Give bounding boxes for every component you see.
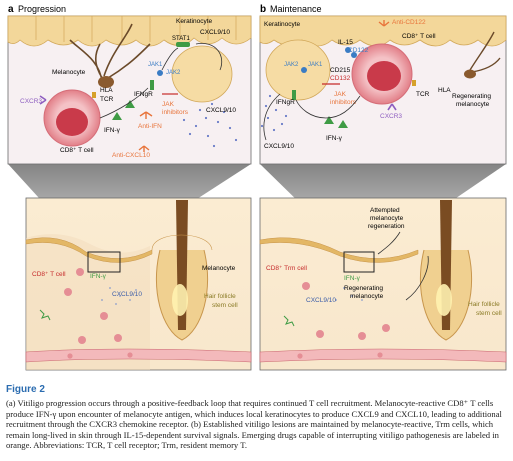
skin-t-cells-b xyxy=(302,282,390,340)
b-cd215-label: CD215 xyxy=(330,67,351,74)
b-cxcr3-label: CXCR3 xyxy=(380,113,402,120)
cxcr3-receptor-a xyxy=(39,95,47,105)
panel-a-letter: a xyxy=(8,4,14,15)
a-skin-stem-2: stem cell xyxy=(212,302,238,309)
a-jak-inhib-2: inhibitors xyxy=(162,109,189,116)
b-ifng-label: IFN-γ xyxy=(326,135,343,142)
t-cell-nucleus-b xyxy=(367,61,401,91)
panel-b-letter: b xyxy=(260,4,266,15)
b-regen-1: Regenerating xyxy=(452,93,491,100)
anti-cd122-antibody xyxy=(378,20,390,27)
inset-box-a xyxy=(87,251,121,273)
ifngr-receptor-b xyxy=(292,90,296,100)
a-cxcl910-outer-label: CXCL9/10 xyxy=(206,107,236,114)
b-cd132-label: CD132 xyxy=(330,75,351,82)
panel-a-title: Progression xyxy=(18,4,66,14)
a-skin-melanocyte-label: Melanocyte xyxy=(202,265,236,272)
b-skin-stem-2: stem cell xyxy=(476,310,502,317)
b-il15-label: IL-15 xyxy=(338,39,353,46)
b-keratinocyte-label: Keratinocyte xyxy=(264,21,301,28)
b-hla-label: HLA xyxy=(438,87,451,94)
a-skin-cxcl910-label: CXCL9/10 xyxy=(112,291,142,298)
vitiligo-figure: a Progression Keratinocyte Melanocyte CD… xyxy=(7,4,507,371)
stat1-a xyxy=(176,42,190,47)
skin-t-cells-a xyxy=(64,268,122,344)
cxcr3-receptor-b xyxy=(387,103,397,111)
a-ifng-label: IFN-γ xyxy=(104,127,121,134)
inset-box-b xyxy=(343,251,375,273)
b-skin-regen-2: melanocyte xyxy=(350,293,384,300)
b-cxcl910-label: CXCL9/10 xyxy=(264,143,294,150)
epidermis-a xyxy=(25,237,153,263)
a-cxcr3-label: CXCR3 xyxy=(20,98,42,105)
ifngr-receptor-a xyxy=(150,80,154,90)
keratinocyte-b xyxy=(265,39,331,101)
a-jak1-label: JAK1 xyxy=(148,62,163,68)
a-anti-cxcl10-label: Anti-CXCL10 xyxy=(112,152,150,159)
b-skin-cxcl910-label: CXCL9/10 xyxy=(306,297,336,304)
a-ifngr-label: IFNgR xyxy=(134,91,153,98)
b-cd122-label: CD122 xyxy=(348,47,369,54)
b-jak2-label: JAK2 xyxy=(284,62,299,68)
keratinocyte-a xyxy=(171,45,233,103)
a-cxcl910-inner-label: CXCL9/10 xyxy=(200,29,230,36)
b-skin-trm-label: CD8⁺ Trm cell xyxy=(266,265,308,272)
b-tcr-label: TCR xyxy=(416,91,430,98)
epidermis-b xyxy=(259,237,419,263)
a-melanocyte-label: Melanocyte xyxy=(52,69,86,76)
b-skin-attempted-2: melanocyte xyxy=(370,215,404,222)
figure-caption-title: Figure 2 xyxy=(6,384,45,395)
b-skin-attempted-3: regeneration xyxy=(368,223,405,230)
chemokine-dots-b xyxy=(260,94,288,132)
keratinocyte-layer-a xyxy=(7,15,252,47)
a-jak2-label: JAK2 xyxy=(166,70,181,76)
panel-b: b Maintenance Keratinocyte Regenerating … xyxy=(259,4,507,371)
a-skin-stem-1: Hair follicle xyxy=(204,293,236,300)
tcr-b xyxy=(412,80,416,86)
b-ifngr-label: IFNgR xyxy=(276,99,295,106)
a-skin-cd8-label: CD8⁺ T cell xyxy=(32,271,66,278)
a-tcr-label: TCR xyxy=(100,96,114,103)
a-jak-inhib-1: JAK xyxy=(162,101,175,108)
jak-node-a xyxy=(157,70,163,76)
t-cell-nucleus-a xyxy=(56,108,88,136)
il15-b xyxy=(345,47,351,53)
panel-b-title: Maintenance xyxy=(270,4,322,14)
b-skin-stem-1: Hair follicle xyxy=(468,301,500,308)
b-skin-ifng-label: IFN-γ xyxy=(344,275,361,282)
b-skin-regen-1: Regenerating xyxy=(344,285,383,292)
b-anti-cd122-label: Anti-CD122 xyxy=(392,19,426,26)
ifng-molecule-a xyxy=(112,112,122,120)
tcr-a xyxy=(92,92,96,98)
b-regen-2: melanocyte xyxy=(456,101,490,108)
blood-vessel-a xyxy=(25,348,252,363)
b-skin-attempted-1: Attempted xyxy=(370,207,400,214)
b-jak1-label: JAK1 xyxy=(308,62,323,68)
melanocyte-a xyxy=(98,76,114,88)
a-anti-ifn-label: Anti-IFN xyxy=(138,123,162,130)
melanocyte-dendrites-a xyxy=(69,23,151,85)
a-keratinocyte-label: Keratinocyte xyxy=(176,18,213,25)
a-cd8-label: CD8⁺ T cell xyxy=(60,147,94,154)
b-jak-inhib-1: JAK xyxy=(334,91,347,98)
chemokine-dots-a xyxy=(182,102,238,148)
regenerating-melanocyte-b xyxy=(464,69,476,79)
anti-cxcl10-antibody xyxy=(138,145,150,152)
anti-ifn-antibody xyxy=(139,111,153,119)
ifng-molecule-b xyxy=(324,116,334,124)
a-skin-ifng-label: IFN-γ xyxy=(90,273,107,280)
b-jak-inhib-2: inhibitors xyxy=(330,99,357,106)
figure-caption-text: (a) Vitiligo progression occurs through … xyxy=(6,398,502,451)
blood-vessel-b xyxy=(259,348,507,363)
b-cd8-label: CD8⁺ T cell xyxy=(402,33,436,40)
panel-a: a Progression Keratinocyte Melanocyte CD… xyxy=(7,4,252,371)
a-stat1-label: STAT1 xyxy=(172,36,190,42)
a-hla-label: HLA xyxy=(100,87,113,94)
